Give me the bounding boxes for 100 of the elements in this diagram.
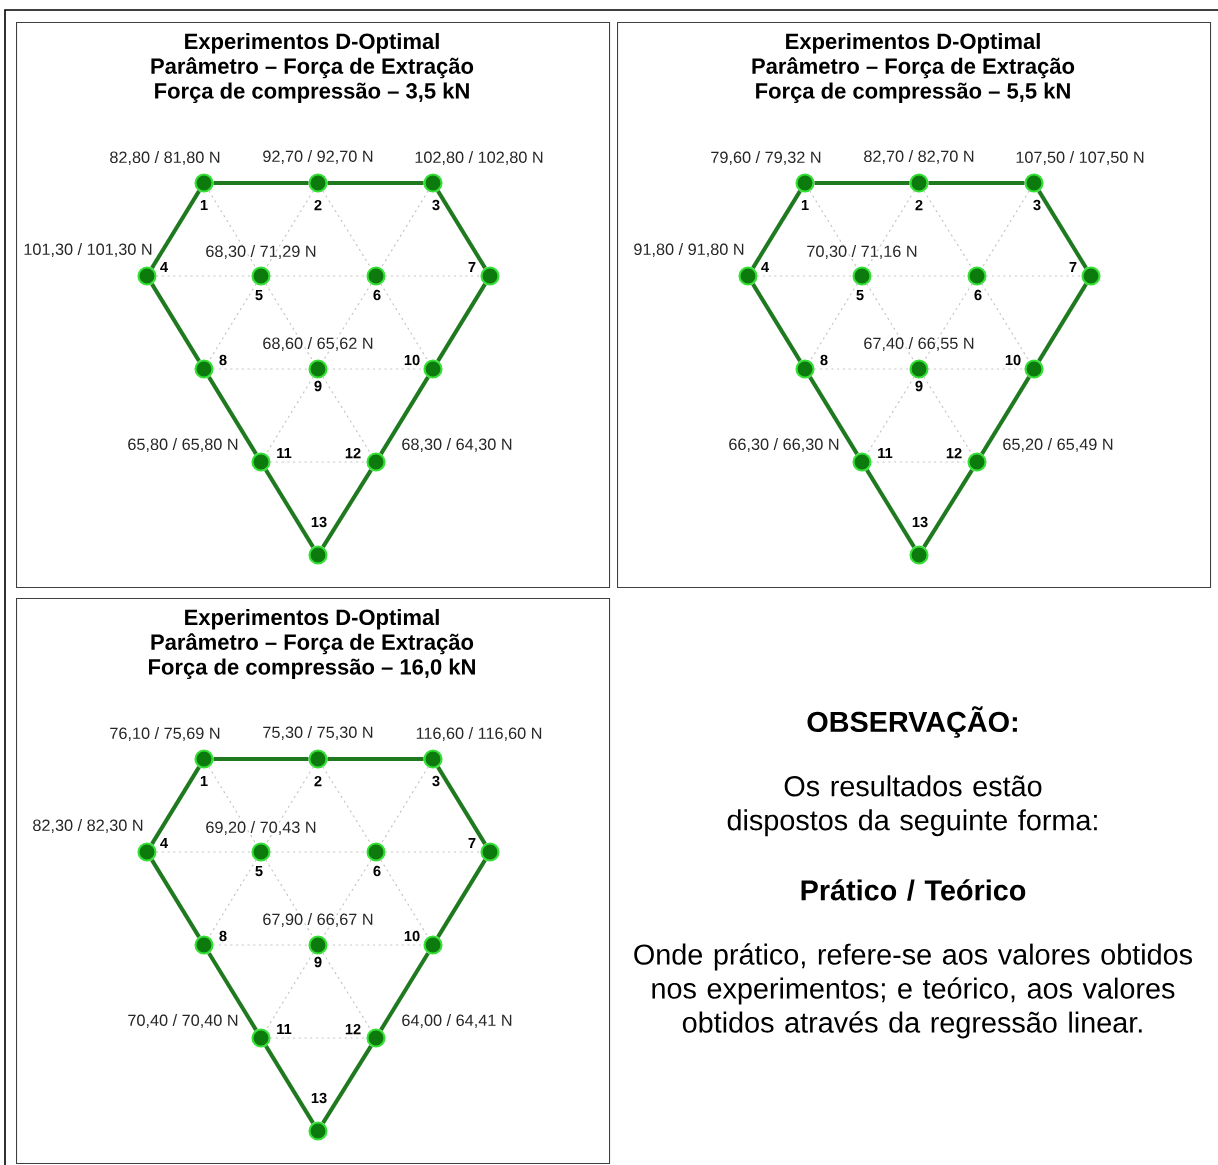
value-label: 82,30 / 82,30 N bbox=[33, 819, 143, 833]
value-label: 67,40 / 66,55 N bbox=[864, 337, 974, 351]
point-marker bbox=[480, 266, 500, 286]
connector-line bbox=[321, 469, 373, 548]
connector-line bbox=[380, 766, 429, 845]
connector-line bbox=[436, 283, 487, 362]
connector-line bbox=[814, 181, 910, 185]
point-marker bbox=[1081, 266, 1101, 286]
point-number: 10 bbox=[404, 354, 420, 366]
value-label: 65,20 / 65,49 N bbox=[1003, 438, 1113, 452]
point-number: 10 bbox=[404, 930, 420, 942]
panel-title: Experimentos D-Optimal Parâmetro – Força de Extração Força de compressão – 16,0 kN bbox=[149, 608, 475, 680]
point-number: 3 bbox=[432, 775, 440, 787]
connector-line bbox=[150, 766, 201, 845]
connector-line bbox=[866, 283, 915, 362]
connector-line bbox=[436, 766, 487, 845]
point-marker bbox=[308, 749, 328, 769]
point-marker bbox=[423, 935, 443, 955]
value-label: 101,30 / 101,30 N bbox=[24, 243, 152, 257]
point-number: 10 bbox=[1005, 354, 1021, 366]
point-marker bbox=[137, 842, 157, 862]
point-marker bbox=[1024, 173, 1044, 193]
point-marker bbox=[308, 545, 328, 565]
connector-line bbox=[327, 181, 424, 185]
connector-line bbox=[865, 469, 916, 548]
point-marker bbox=[852, 266, 872, 286]
chart-panel bbox=[617, 22, 1212, 589]
connector-line bbox=[150, 283, 201, 362]
point-marker bbox=[423, 173, 443, 193]
value-label: 75,30 / 75,30 N bbox=[263, 726, 373, 740]
note-text: Os resultados estão dispostos da seguinte forma: bbox=[727, 775, 1097, 837]
connector-line bbox=[264, 1045, 315, 1124]
point-marker bbox=[366, 266, 386, 286]
connector-line bbox=[322, 859, 372, 938]
value-label: 67,90 / 66,67 N bbox=[263, 913, 373, 927]
connector-line bbox=[150, 859, 201, 938]
connector-line bbox=[322, 190, 372, 269]
point-marker bbox=[251, 842, 271, 862]
point-number: 6 bbox=[373, 865, 381, 877]
point-number: 11 bbox=[878, 448, 893, 459]
point-marker bbox=[308, 1121, 328, 1141]
point-number: 4 bbox=[160, 838, 168, 849]
value-label: 68,60 / 65,62 N bbox=[263, 337, 373, 351]
connector-line bbox=[207, 376, 258, 455]
point-number: 7 bbox=[468, 261, 476, 273]
point-number: 11 bbox=[277, 448, 292, 459]
point-number: 2 bbox=[314, 199, 322, 211]
point-marker bbox=[967, 452, 987, 472]
connector-line bbox=[264, 469, 315, 548]
point-marker bbox=[308, 359, 328, 379]
point-number: 2 bbox=[915, 199, 923, 211]
connector-line bbox=[265, 376, 314, 455]
point-number: 6 bbox=[974, 289, 982, 301]
connector-line bbox=[436, 190, 487, 269]
connector-line bbox=[265, 859, 314, 938]
value-label: 70,30 / 71,16 N bbox=[807, 245, 917, 259]
connector-line bbox=[265, 766, 314, 845]
point-number: 8 bbox=[820, 354, 828, 366]
connector-line bbox=[923, 190, 973, 269]
point-marker bbox=[738, 266, 758, 286]
value-label: 116,60 / 116,60 N bbox=[416, 727, 542, 741]
value-label: 91,80 / 91,80 N bbox=[634, 243, 744, 257]
point-number: 7 bbox=[1069, 261, 1077, 273]
point-marker bbox=[251, 1028, 271, 1048]
point-number: 4 bbox=[761, 261, 769, 273]
connector-line bbox=[379, 376, 430, 455]
connector-line bbox=[866, 190, 915, 269]
point-number: 1 bbox=[200, 199, 208, 211]
point-number: 7 bbox=[468, 838, 476, 849]
connector-line bbox=[809, 190, 858, 269]
connector-line bbox=[981, 283, 1030, 362]
point-number: 1 bbox=[801, 199, 809, 211]
connector-line bbox=[380, 190, 429, 269]
connector-line bbox=[322, 283, 372, 362]
point-number: 6 bbox=[373, 289, 381, 301]
value-label: 70,40 / 70,40 N bbox=[128, 1014, 238, 1028]
connector-line bbox=[980, 376, 1031, 455]
point-number: 9 bbox=[314, 380, 322, 392]
connector-line bbox=[379, 952, 430, 1031]
connector-line bbox=[213, 181, 309, 185]
connector-line bbox=[1037, 190, 1088, 269]
connector-line bbox=[322, 766, 372, 845]
value-label: 68,30 / 64,30 N bbox=[402, 438, 512, 452]
connector-line bbox=[150, 190, 201, 269]
connector-line bbox=[208, 766, 257, 845]
point-number: 5 bbox=[255, 865, 263, 877]
connector-line bbox=[923, 283, 973, 362]
point-number: 12 bbox=[345, 447, 361, 459]
connector-line bbox=[207, 952, 258, 1031]
value-label: 107,50 / 107,50 N bbox=[1016, 151, 1144, 165]
value-label: 65,80 / 65,80 N bbox=[128, 438, 238, 452]
value-label: 68,30 / 71,29 N bbox=[206, 245, 316, 259]
point-marker bbox=[423, 359, 443, 379]
value-label: 66,30 / 66,30 N bbox=[729, 438, 839, 452]
connector-line bbox=[322, 952, 372, 1031]
point-marker bbox=[137, 266, 157, 286]
point-number: 3 bbox=[1033, 199, 1041, 211]
point-marker bbox=[1024, 359, 1044, 379]
connector-line bbox=[327, 757, 424, 761]
value-label: 69,20 / 70,43 N bbox=[206, 821, 316, 835]
